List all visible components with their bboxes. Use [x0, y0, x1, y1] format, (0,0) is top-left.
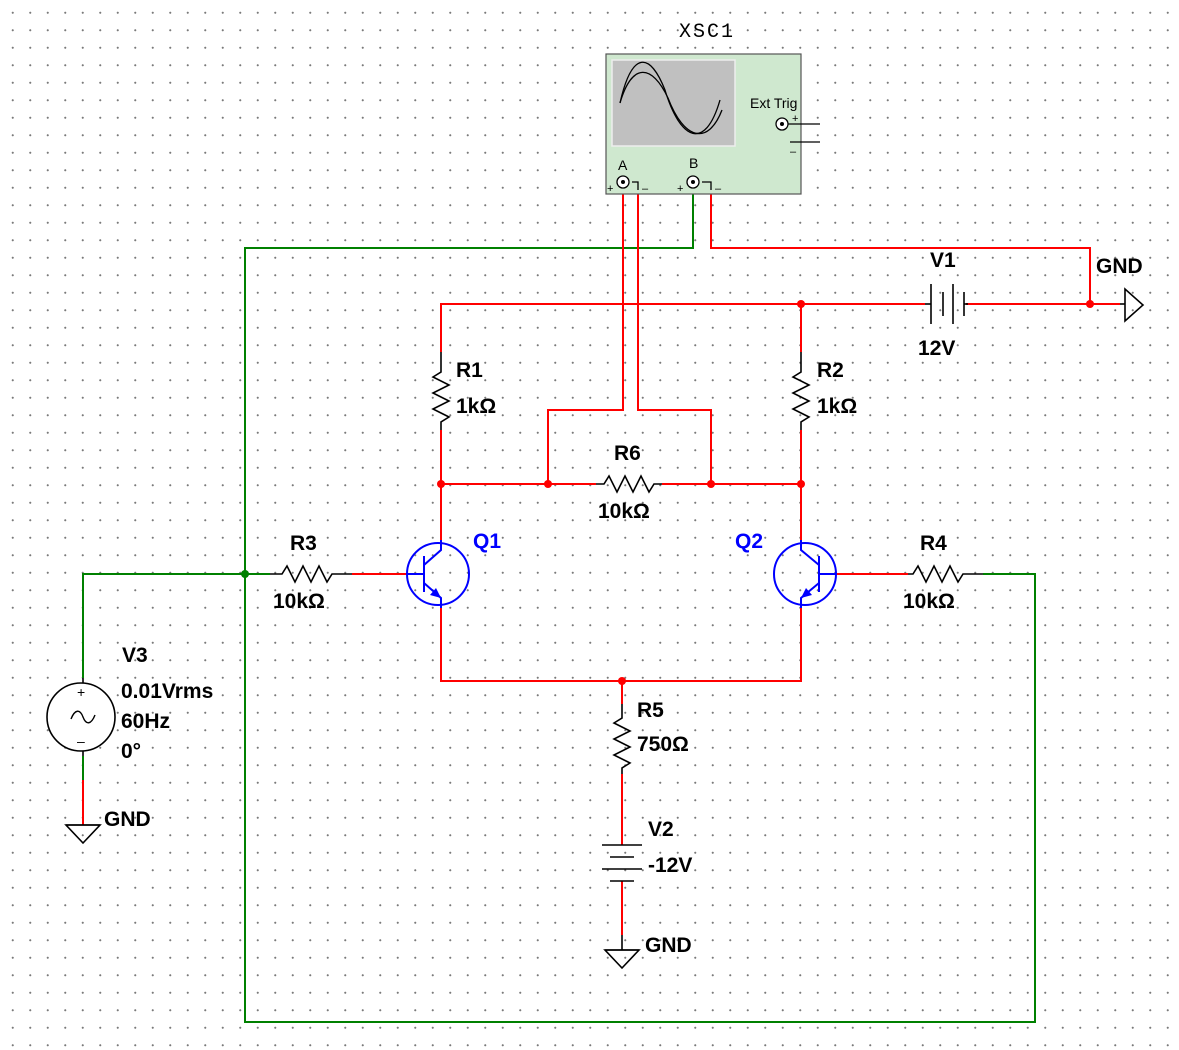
oscilloscope-xsc1[interactable] — [605, 53, 820, 195]
v3-ref: V3 — [122, 644, 148, 667]
q2-transistor-symbol[interactable] — [773, 540, 837, 608]
r4-value: 10kΩ — [903, 590, 955, 613]
r2-value: 1kΩ — [817, 395, 857, 418]
v3-amplitude: 0.01Vrms — [121, 680, 213, 703]
r6-ref: R6 — [614, 442, 641, 465]
ground-symbol-v3 — [64, 780, 102, 845]
red-wires — [352, 182, 1120, 935]
r5-value: 750Ω — [637, 733, 689, 756]
r3-value: 10kΩ — [273, 590, 325, 613]
r4-resistor-symbol[interactable] — [908, 564, 983, 584]
q1-transistor-symbol[interactable] — [406, 540, 470, 608]
r2-ref: R2 — [817, 359, 844, 382]
r2-resistor-symbol[interactable] — [791, 352, 811, 430]
ground-symbol-v2 — [603, 935, 641, 970]
junctions — [241, 300, 1094, 685]
scope-a-minus: – — [642, 183, 649, 195]
v3-phase: 0° — [121, 740, 141, 763]
gnd-label-top-right: GND — [1096, 255, 1143, 278]
r1-ref: R1 — [456, 359, 483, 382]
scope-trig-plus: + — [792, 113, 798, 125]
r3-resistor-symbol[interactable] — [270, 564, 352, 584]
v1-battery-symbol[interactable] — [925, 284, 968, 324]
r3-ref: R3 — [290, 532, 317, 555]
q1-ref: Q1 — [473, 530, 501, 553]
v3-plus-sign: + — [77, 684, 85, 700]
green-wires — [82, 182, 1036, 1023]
scope-a-plus: + — [607, 183, 613, 195]
v1-ref: V1 — [930, 249, 956, 272]
r6-resistor-symbol[interactable] — [596, 474, 662, 494]
v3-minus-sign: – — [77, 733, 85, 749]
gnd-label-v3: GND — [104, 808, 151, 831]
r4-ref: R4 — [920, 532, 947, 555]
v1-value: 12V — [918, 337, 955, 360]
ground-symbol-top-right — [1120, 287, 1145, 323]
gnd-label-v2: GND — [645, 934, 692, 957]
scope-channel-b-label: B — [689, 155, 698, 171]
scope-name: XSC1 — [679, 21, 735, 44]
v3-ac-source-symbol[interactable] — [46, 678, 116, 756]
q2-ref: Q2 — [735, 530, 763, 553]
v2-ref: V2 — [648, 818, 674, 841]
v2-battery-symbol[interactable] — [602, 844, 642, 882]
scope-b-plus: + — [677, 183, 683, 195]
scope-channel-a-label: A — [618, 157, 628, 173]
v3-frequency: 60Hz — [121, 710, 170, 733]
r5-resistor-symbol[interactable] — [612, 704, 632, 774]
scope-trig-minus: – — [790, 146, 797, 158]
r5-ref: R5 — [637, 699, 664, 722]
r6-value: 10kΩ — [598, 500, 650, 523]
scope-ext-trig-label: Ext Trig — [750, 95, 797, 111]
v2-value: -12V — [648, 854, 692, 877]
r1-resistor-symbol[interactable] — [431, 352, 451, 430]
scope-b-minus: – — [715, 183, 722, 195]
r1-value: 1kΩ — [456, 395, 496, 418]
